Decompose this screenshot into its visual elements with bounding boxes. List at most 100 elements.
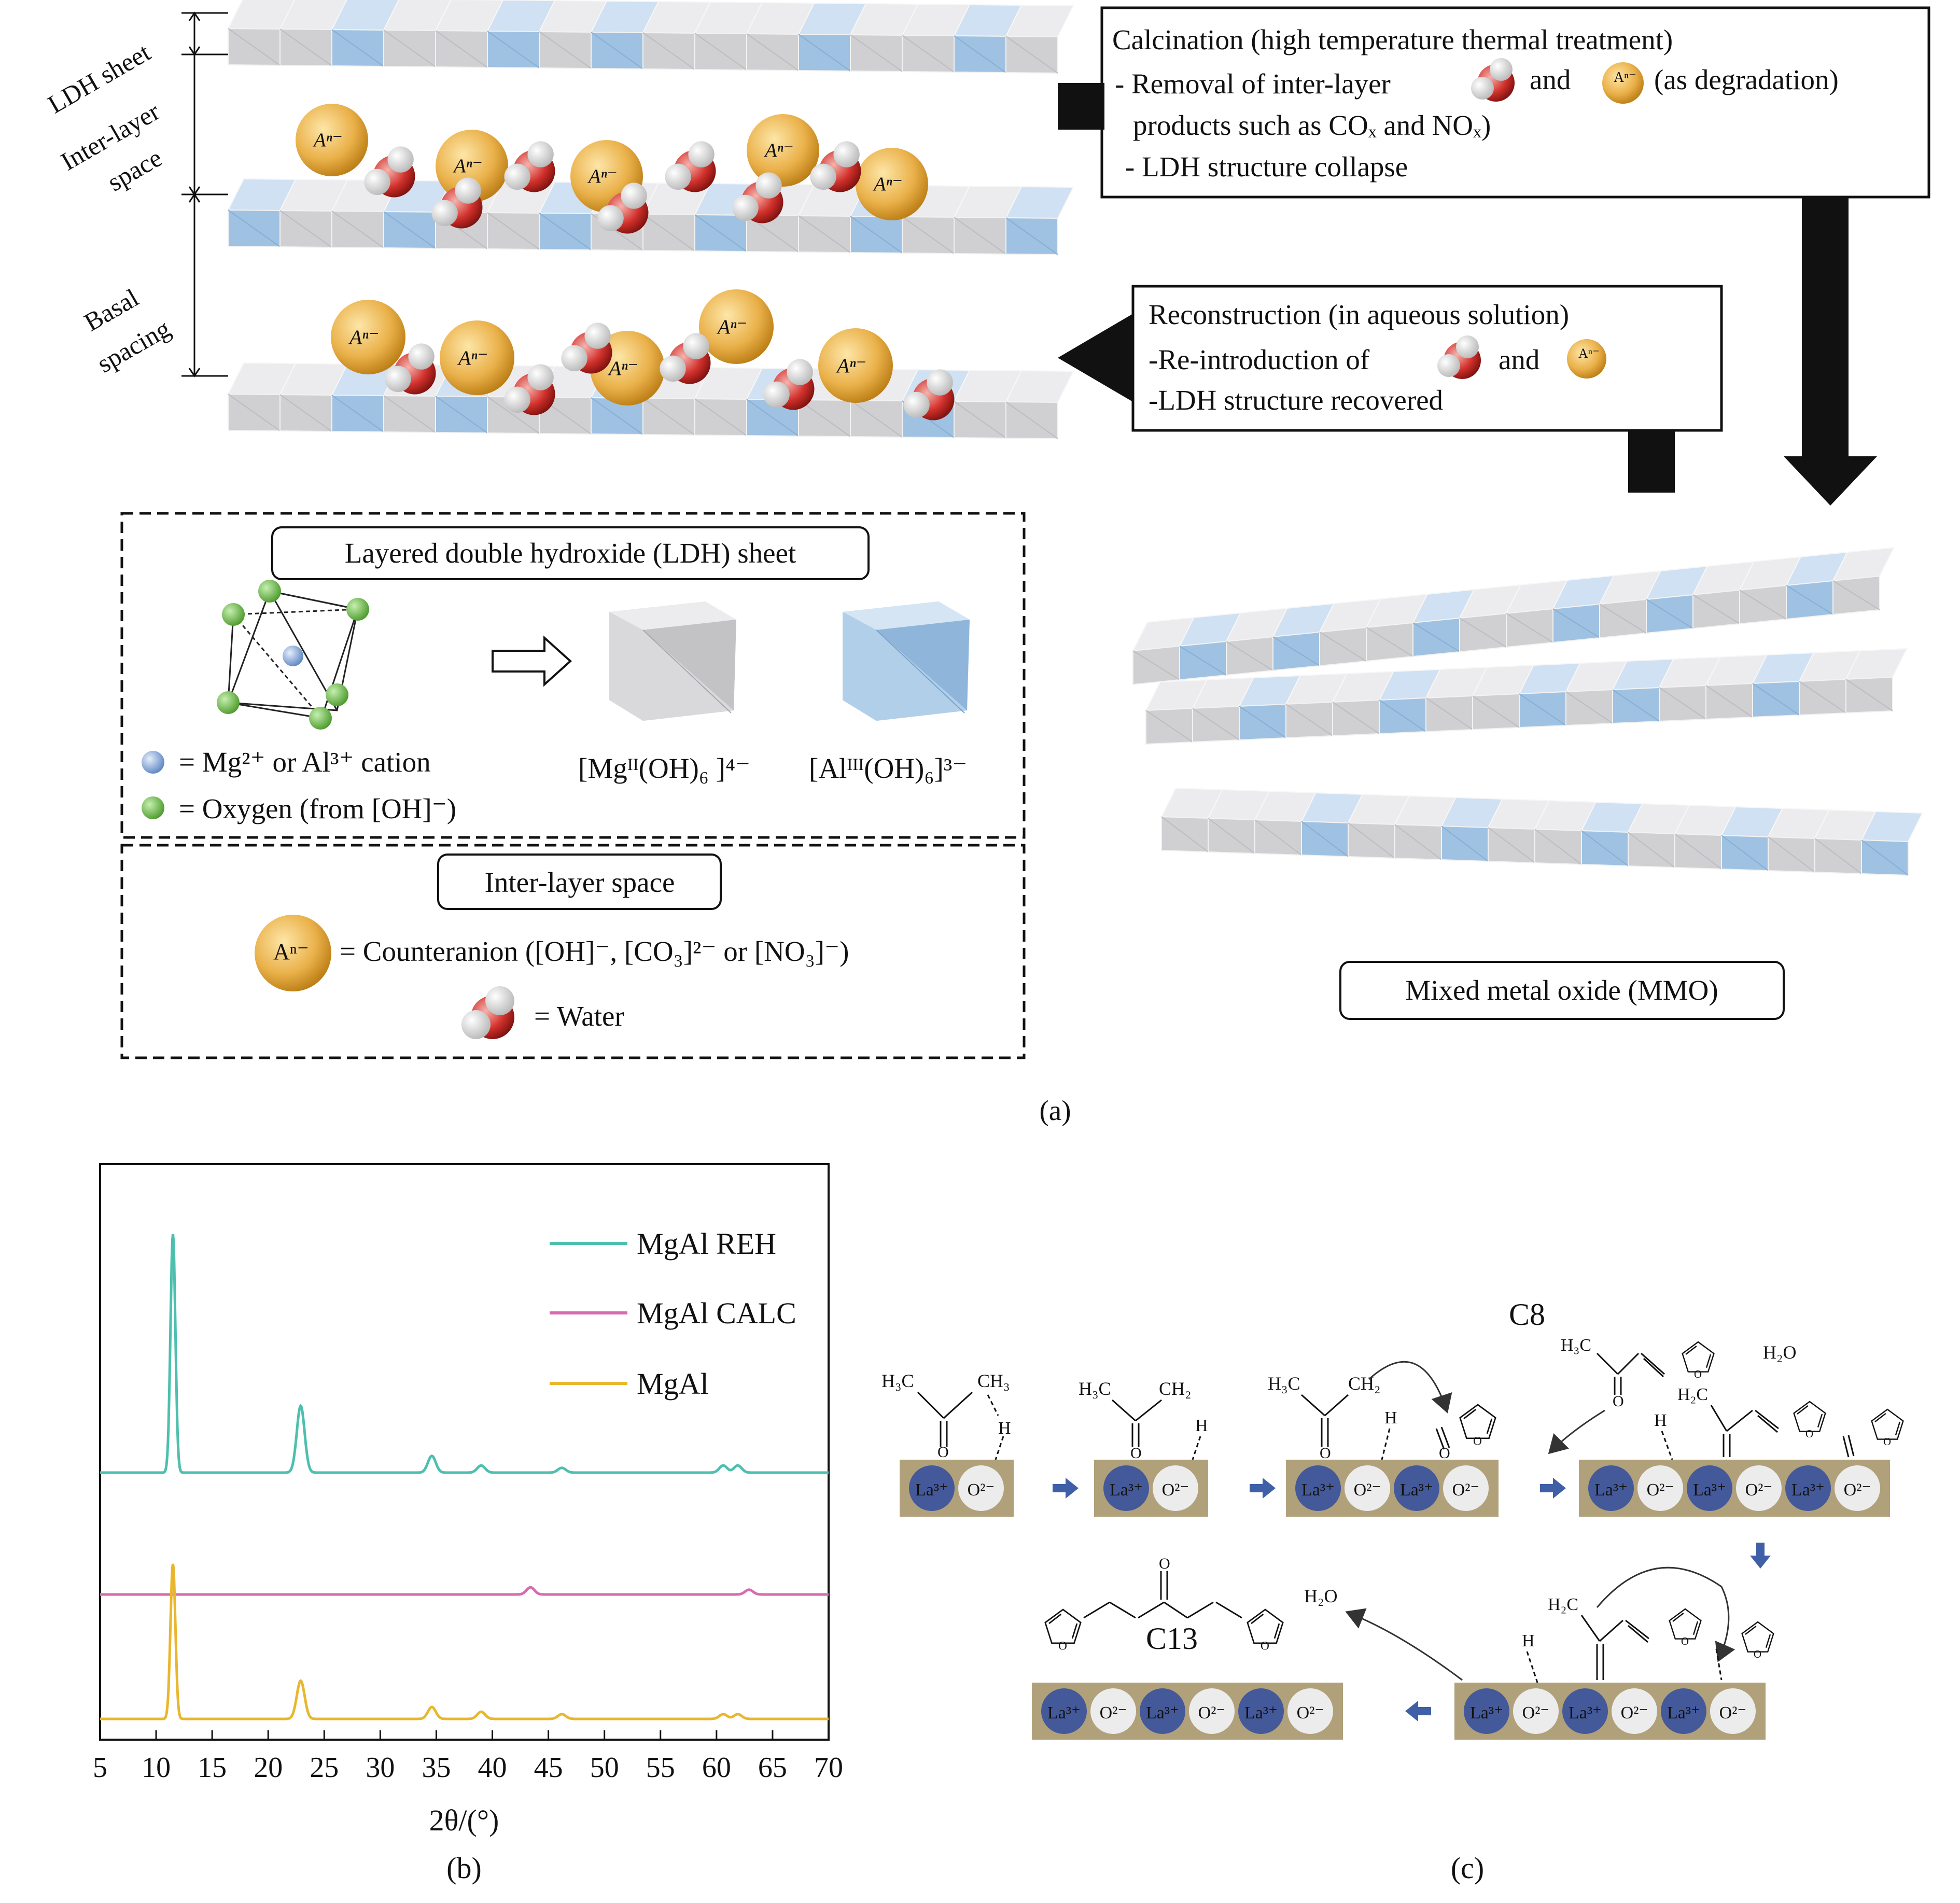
- bond: [1215, 1601, 1242, 1619]
- slab-edge: [798, 215, 851, 253]
- slab-edge: [902, 216, 955, 254]
- c8-furan: O: [1682, 1341, 1715, 1380]
- furan-double-bond: [1463, 1408, 1477, 1420]
- bond: [1643, 1358, 1664, 1378]
- furan-double-bond: [1273, 1623, 1280, 1639]
- reconstruction-box: Reconstruction (in aqueous solution) -Re…: [1131, 285, 1723, 432]
- surface-step2: La³⁺O²⁻: [1094, 1460, 1208, 1517]
- ldh-legend-box: Layered double hydroxide (LDH) sheet: [120, 512, 1026, 839]
- interlayer-species: Aⁿ⁻Aⁿ⁻Aⁿ⁻Aⁿ⁻Aⁿ⁻Aⁿ⁻Aⁿ⁻Aⁿ⁻Aⁿ⁻Aⁿ⁻: [296, 104, 955, 421]
- o-site: [1835, 1465, 1880, 1511]
- la-label: La³⁺: [1667, 1703, 1700, 1723]
- furan-outline: [1459, 1404, 1496, 1439]
- furan-o: O: [1883, 1436, 1891, 1448]
- la-site: [1661, 1688, 1706, 1734]
- reconstruction-connector: [1628, 430, 1675, 493]
- furan-double-bond: [1672, 1613, 1684, 1622]
- anion-label: Aⁿ⁻: [312, 130, 343, 151]
- slab-edge: [1379, 699, 1426, 732]
- calcination-box: Calcination (high temperature thermal tr…: [1100, 6, 1930, 199]
- water-hydrogen: [408, 343, 435, 370]
- furan-o: O: [1681, 1635, 1689, 1647]
- la-site: [1687, 1465, 1732, 1511]
- slab-edge: [1814, 838, 1862, 874]
- o-site: [1189, 1688, 1235, 1734]
- ldh-legend-title: Layered double hydroxide (LDH) sheet: [345, 537, 796, 569]
- bond: [1083, 1601, 1110, 1619]
- step-arrow: [1250, 1478, 1276, 1499]
- arrow-shape: [1540, 1478, 1566, 1499]
- bond: [1628, 1625, 1648, 1643]
- water-hydrogen: [763, 381, 790, 408]
- interlayer-legend-box: Inter-layer space Aⁿ⁻ = Counteranion ([O…: [120, 844, 1026, 1059]
- slab-edge: [1581, 830, 1629, 866]
- slab-edge: [850, 34, 903, 72]
- anion-label: Aⁿ⁻: [457, 346, 488, 369]
- h3c-label: H₃C: [1079, 1378, 1111, 1399]
- slab-edge: [1441, 825, 1489, 862]
- water-molecule: [504, 364, 555, 415]
- la-site: [1394, 1465, 1439, 1511]
- slab-edge: [1226, 641, 1273, 671]
- anion-label: Aⁿ⁻: [835, 354, 867, 377]
- surface-step1: La³⁺O²⁻: [900, 1460, 1014, 1517]
- la-site: [1562, 1688, 1608, 1734]
- slab-edge: [383, 395, 436, 433]
- slab-edge: [228, 394, 281, 431]
- slab-edge: [279, 394, 332, 432]
- chart-plot: [100, 1234, 829, 1720]
- h-bond: [987, 1394, 999, 1416]
- slab-edge: [1832, 580, 1880, 610]
- slab-edge: [954, 217, 1006, 255]
- la-site: [909, 1465, 955, 1511]
- slab-edge: [1005, 401, 1058, 439]
- slab-edge: [1005, 217, 1058, 255]
- slab-edge: [1565, 691, 1613, 724]
- furan-outline: [1044, 1608, 1082, 1644]
- bond: [1109, 1601, 1136, 1619]
- o-label: O²⁻: [1621, 1703, 1648, 1723]
- h-bond: [1192, 1436, 1201, 1460]
- dimension-markers: [181, 11, 228, 377]
- c13-label: C13: [1146, 1621, 1198, 1656]
- bond: [1755, 1409, 1779, 1430]
- series-line: [100, 1234, 829, 1474]
- calcination-line3: - LDH structure collapse: [1125, 151, 1408, 183]
- furan-double-bond: [1486, 1418, 1493, 1434]
- bond: [1842, 1436, 1850, 1458]
- step-arrow: [1540, 1478, 1566, 1499]
- furan-o: O: [1805, 1428, 1813, 1440]
- chart-legend: MgAl REH MgAl CALC MgAl: [550, 1227, 796, 1401]
- o-label: O²⁻: [1647, 1480, 1674, 1500]
- reconstruction-and: and: [1499, 344, 1539, 375]
- slab-edge: [1705, 685, 1753, 718]
- water-hydrogen: [732, 194, 759, 221]
- water-molecule: [597, 183, 649, 234]
- water-hydrogen: [755, 172, 782, 199]
- furan-double-bond: [1895, 1421, 1901, 1435]
- slab-edge: [1301, 821, 1349, 857]
- water-legend-icon: [461, 986, 514, 1039]
- slab-edge: [539, 31, 592, 69]
- slab-edge: [228, 209, 281, 247]
- c8-release-arrow: [1548, 1409, 1605, 1454]
- water-hydrogen: [903, 391, 930, 418]
- h-label: H: [1522, 1631, 1535, 1650]
- counteranion-legend: = Counteranion ([OH]⁻, [CO₃]²⁻ or [NO₃]⁻…: [340, 935, 849, 967]
- reconstruction-line2: -LDH structure recovered: [1149, 384, 1443, 416]
- slab-edge: [1285, 704, 1333, 736]
- o-site: [1612, 1688, 1657, 1734]
- slab-edge: [331, 395, 384, 432]
- bond: [917, 1391, 945, 1419]
- bond: [1301, 1394, 1325, 1417]
- slab-edge: [331, 211, 384, 248]
- h-label: H: [1654, 1411, 1667, 1430]
- x-tick-label: 55: [646, 1752, 675, 1784]
- legend-label-calc: MgAl CALC: [637, 1296, 796, 1330]
- water-molecule: [903, 369, 955, 421]
- slab-edge: [435, 30, 488, 68]
- o-site: [1153, 1465, 1198, 1511]
- slab-edge: [279, 29, 332, 66]
